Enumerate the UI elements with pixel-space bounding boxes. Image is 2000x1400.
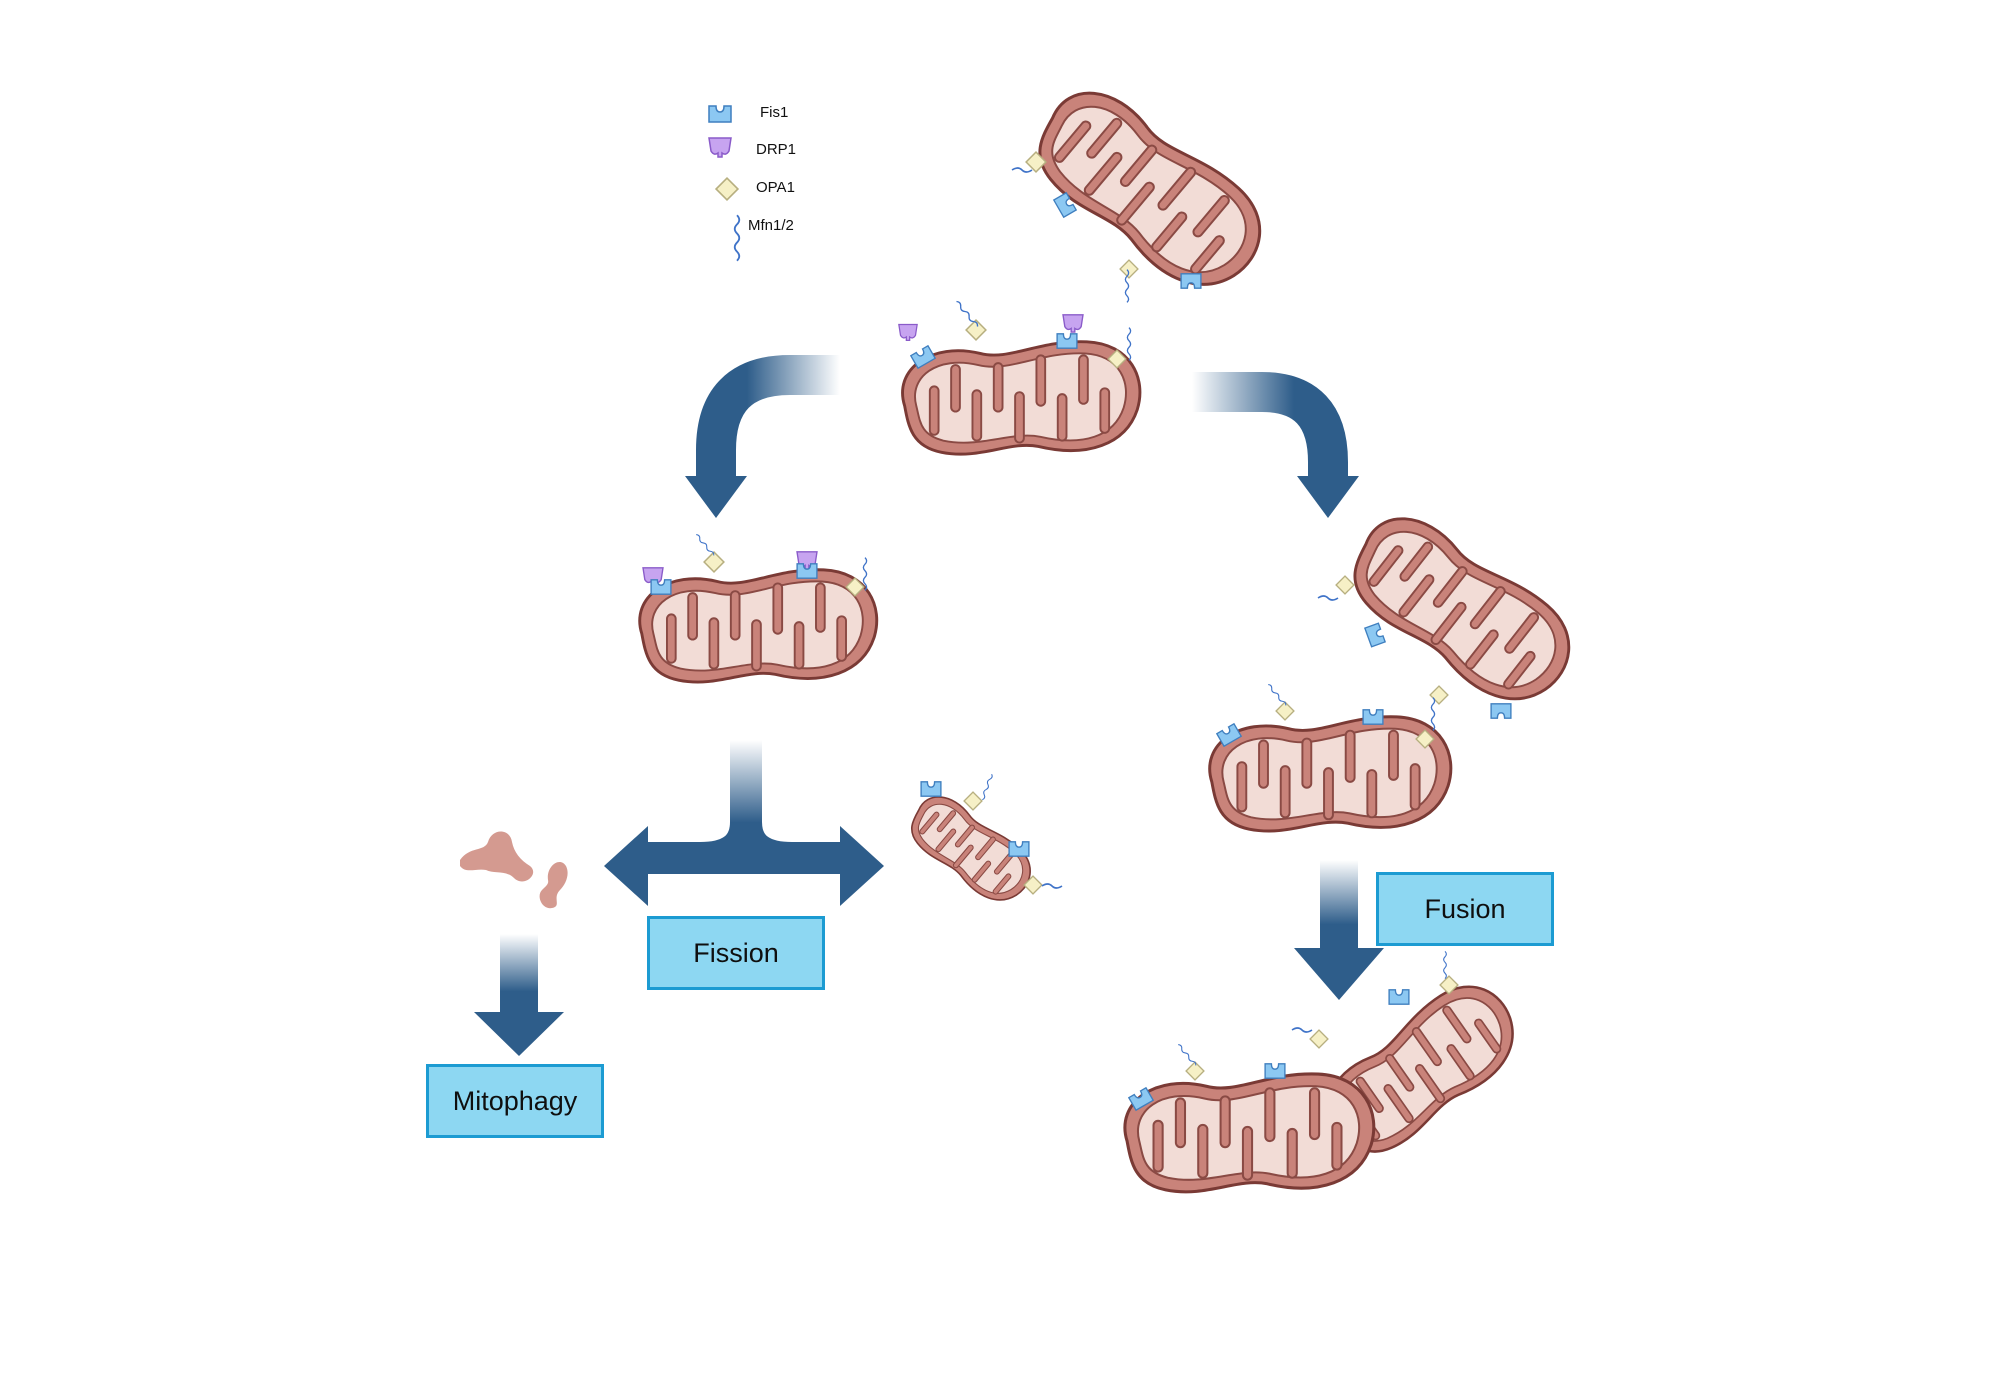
mitochondrion-daughter	[899, 773, 1063, 917]
legend-label-fis1: Fis1	[760, 104, 789, 121]
mfn-icon	[1291, 1027, 1313, 1033]
arrow-icon	[1297, 476, 1359, 518]
fis1-icon	[1264, 1063, 1286, 1079]
opa1-icon	[963, 791, 983, 811]
opa1-icon	[1309, 1029, 1329, 1049]
mitochondrion-fission	[638, 533, 879, 684]
opa1-icon	[1429, 685, 1449, 705]
legend-label-drp1: DRP1	[756, 141, 797, 158]
mitochondrion-fusion-lower	[1208, 683, 1453, 833]
drp1-icon	[898, 323, 918, 342]
arrow-fusion-down	[1294, 860, 1384, 1000]
arrow-to-fusion	[1192, 372, 1359, 518]
mitophagy-label: Mitophagy	[426, 1064, 604, 1138]
mitochondrion-icon	[1208, 715, 1453, 833]
mfn-icon	[1126, 326, 1132, 362]
fis1-icon	[1362, 709, 1384, 725]
mitochondrial-fragments	[460, 831, 568, 909]
mitochondrion-center	[898, 299, 1142, 456]
mfn-icon	[1317, 595, 1339, 601]
arrow-icon	[840, 826, 884, 906]
mfn-icon	[733, 214, 741, 262]
fis1-icon	[1180, 273, 1202, 289]
fission-label: Fission	[647, 916, 825, 990]
arrow-icon	[1294, 948, 1384, 1000]
fis1-icon	[1388, 989, 1410, 1005]
mitochondrion-fusion-upper	[1317, 491, 1591, 728]
fis1-icon	[708, 105, 732, 123]
mfn-icon	[1442, 950, 1448, 980]
mitochondrion-icon	[1333, 491, 1591, 728]
arrow-icon	[604, 826, 648, 906]
fis1-icon	[1056, 333, 1078, 349]
mfn-icon	[1041, 883, 1063, 889]
opa1-icon	[1335, 575, 1355, 595]
fis1-icon	[1364, 622, 1386, 648]
legend-label-opa1: OPA1	[756, 179, 795, 196]
legend	[708, 105, 741, 262]
fusion-label: Fusion	[1376, 872, 1554, 946]
opa1-icon	[715, 177, 739, 201]
opa1-icon	[1185, 1061, 1205, 1081]
mitochondrion-top-right	[1011, 64, 1283, 315]
mitochondrion-icon	[901, 340, 1142, 456]
drp1-icon	[1062, 314, 1084, 333]
mfn-icon	[980, 773, 994, 801]
arrow-icon	[685, 476, 747, 518]
arrow-to-mitophagy	[474, 934, 564, 1056]
fis1-icon	[920, 781, 942, 797]
mfn-icon	[694, 533, 716, 557]
fis1-icon	[650, 579, 672, 595]
opa1-icon	[1119, 259, 1139, 279]
opa1-icon	[1275, 701, 1295, 721]
arrow-to-fission	[685, 355, 840, 518]
legend-label-mfn: Mfn1/2	[748, 217, 794, 234]
fission-arrow	[604, 740, 884, 906]
mitochondrion-icon	[1123, 1072, 1376, 1194]
mfn-icon	[1011, 167, 1033, 173]
fis1-icon	[1490, 703, 1512, 719]
drp1-icon	[708, 137, 732, 158]
mfn-icon	[1430, 696, 1436, 732]
mitochondrion-fused	[1123, 950, 1537, 1194]
mitochondrion-icon	[1017, 64, 1283, 315]
arrow-icon	[474, 1012, 564, 1056]
fis1-icon	[1008, 841, 1030, 857]
mitochondrion-icon	[638, 568, 879, 684]
